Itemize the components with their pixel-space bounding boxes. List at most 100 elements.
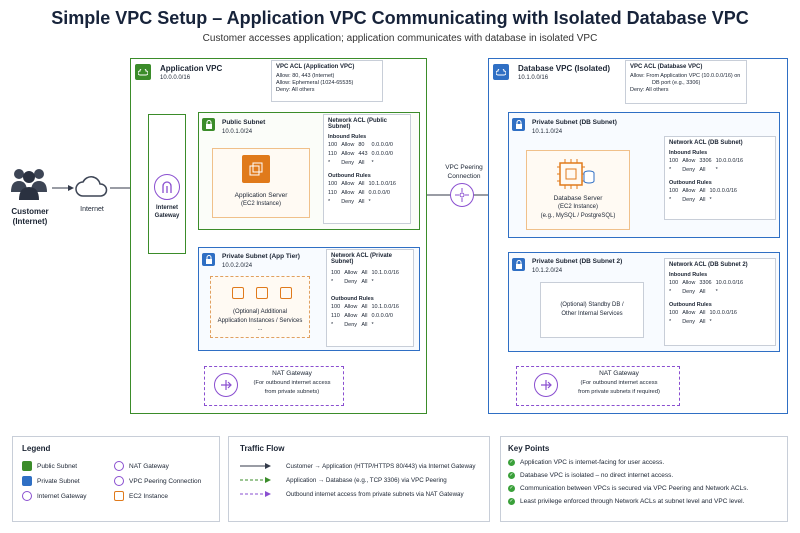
cloud-icon bbox=[493, 64, 509, 80]
db-vpc-acl: VPC ACL (Database VPC) Allow: From Appli… bbox=[625, 60, 747, 104]
db-vpc-title: Database VPC (Isolated) bbox=[518, 64, 611, 73]
acl-title: Network ACL (Private Subnet) bbox=[331, 253, 393, 265]
standby-text: (Optional) Standby DB / bbox=[560, 302, 624, 308]
public-subnet-acl: Network ACL (Public Subnet) Inbound Rule… bbox=[323, 114, 411, 224]
db-server-label: Database Server bbox=[553, 195, 603, 202]
db-subnet2-cidr: 10.1.2.0/24 bbox=[532, 268, 563, 274]
ec2-instance-icon bbox=[114, 491, 124, 501]
legend-item: EC2 Instance bbox=[114, 491, 168, 501]
lock-icon bbox=[202, 253, 215, 266]
db-vpc-cidr: 10.1.0.0/16 bbox=[518, 75, 549, 81]
ec2-instance-icon bbox=[242, 155, 270, 183]
db-subnet-acl: Network ACL (DB Subnet) Inbound Rules 10… bbox=[664, 136, 776, 220]
customer-icon bbox=[11, 166, 47, 205]
app-vpc-title: Application VPC bbox=[160, 64, 223, 73]
vpc-peering-icon bbox=[450, 183, 474, 207]
key-point: ✓Application VPC is internet-facing for … bbox=[508, 459, 665, 466]
lock-icon bbox=[512, 258, 525, 271]
nat-title: NAT Gateway bbox=[272, 370, 312, 377]
acl-title: VPC ACL (Application VPC) bbox=[276, 64, 355, 70]
app-server-sublabel: (EC2 Instance) bbox=[240, 201, 282, 207]
igw-label: Internet bbox=[155, 205, 178, 211]
private-text: (Optional) Additional bbox=[232, 309, 288, 315]
page-title: Simple VPC Setup – Application VPC Commu… bbox=[51, 8, 749, 28]
check-icon: ✓ bbox=[508, 485, 515, 492]
check-icon: ✓ bbox=[508, 498, 515, 505]
nat-sub: from private subnets if required) bbox=[578, 389, 660, 395]
app-vpc-cidr: 10.0.0.0/16 bbox=[160, 75, 191, 81]
keypoints-title: Key Points bbox=[508, 444, 550, 453]
inbound-label: Inbound Rules bbox=[669, 272, 708, 278]
private-text: ... bbox=[257, 326, 263, 332]
ec2-chip-icon bbox=[256, 287, 268, 299]
public-subnet-title: Public Subnet bbox=[222, 119, 266, 126]
outbound-label: Outbound Rules bbox=[669, 302, 712, 308]
legend-item: Private Subnet bbox=[22, 476, 80, 486]
cloud-icon bbox=[74, 174, 110, 203]
legend-item: VPC Peering Connection bbox=[114, 476, 201, 486]
legend-item: Internet Gateway bbox=[22, 491, 87, 501]
key-points-panel bbox=[500, 436, 788, 522]
outbound-label: Outbound Rules bbox=[669, 180, 712, 186]
db-subnet-cidr: 10.1.1.0/24 bbox=[532, 129, 563, 135]
traffic-item: Application → Database (e.g., TCP 3306) … bbox=[286, 477, 447, 484]
lock-icon bbox=[22, 461, 32, 471]
private-subnet-cidr: 10.0.2.0/24 bbox=[222, 263, 253, 269]
private-text: Application Instances / Services bbox=[217, 318, 303, 324]
internet-label: Internet bbox=[80, 206, 104, 213]
internet-gateway-icon bbox=[154, 174, 180, 200]
ec2-chip-icon bbox=[280, 287, 292, 299]
public-subnet-cidr: 10.0.1.0/24 bbox=[222, 129, 253, 135]
nat-gateway-icon bbox=[214, 373, 238, 397]
check-icon: ✓ bbox=[508, 459, 515, 466]
vpc-peering-icon bbox=[114, 476, 124, 486]
db-server-sublabel: (EC2 Instance) bbox=[557, 204, 599, 210]
traffic-title: Traffic Flow bbox=[240, 444, 285, 453]
igw-label: Gateway bbox=[154, 213, 180, 219]
inbound-label: Inbound Rules bbox=[669, 150, 708, 156]
lock-icon bbox=[512, 118, 525, 131]
acl-title: VPC ACL (Database VPC) bbox=[630, 64, 703, 70]
cloud-icon bbox=[135, 64, 151, 80]
app-instances-box bbox=[210, 276, 310, 338]
nat-sub: from private subnets) bbox=[264, 389, 320, 395]
acl-line: DB port (e.g., 3306) bbox=[652, 80, 701, 86]
peering-label: Connection bbox=[447, 173, 481, 180]
legend-item: NAT Gateway bbox=[114, 461, 169, 471]
acl-title: Network ACL (DB Subnet 2) bbox=[669, 262, 748, 268]
db-server-sublabel: (e.g., MySQL / PostgreSQL) bbox=[540, 213, 616, 219]
check-icon: ✓ bbox=[508, 472, 515, 479]
ec2-chip-icon bbox=[232, 287, 244, 299]
acl-line: Deny: All others bbox=[276, 87, 315, 93]
outbound-label: Outbound Rules bbox=[331, 296, 374, 302]
inbound-label: Inbound Rules bbox=[328, 134, 367, 140]
acl-line: Allow: Ephemeral (1024-65535) bbox=[276, 80, 354, 86]
acl-line: Allow: 80, 443 (Internet) bbox=[276, 73, 335, 79]
customer-sublabel: (Internet) bbox=[12, 217, 48, 226]
peering-label: VPC Peering bbox=[445, 164, 483, 171]
private-subnet-title: Private Subnet (App Tier) bbox=[222, 253, 300, 260]
app-vpc-acl: VPC ACL (Application VPC) Allow: 80, 443… bbox=[271, 60, 383, 102]
nat-gateway-icon bbox=[114, 461, 124, 471]
standby-db-box bbox=[540, 282, 644, 338]
legend-title: Legend bbox=[22, 444, 51, 453]
customer-label: Customer bbox=[11, 207, 49, 216]
lock-icon bbox=[202, 118, 215, 131]
nat-sub: (For outbound internet access bbox=[580, 380, 658, 386]
key-point: ✓Communication between VPCs is secured v… bbox=[508, 485, 749, 492]
internet-gateway-icon bbox=[22, 491, 32, 501]
lock-icon bbox=[22, 476, 32, 486]
db-subnet-title: Private Subnet (DB Subnet) bbox=[532, 119, 617, 126]
traffic-flow-panel bbox=[228, 436, 490, 522]
page-subtitle: Customer accesses application; applicati… bbox=[202, 33, 598, 44]
acl-title: Network ACL (Public Subnet) bbox=[328, 118, 388, 130]
app-server-label: Application Server bbox=[234, 192, 288, 199]
nat-title: NAT Gateway bbox=[599, 370, 639, 377]
database-server-icon bbox=[556, 157, 596, 196]
outbound-label: Outbound Rules bbox=[328, 173, 371, 179]
